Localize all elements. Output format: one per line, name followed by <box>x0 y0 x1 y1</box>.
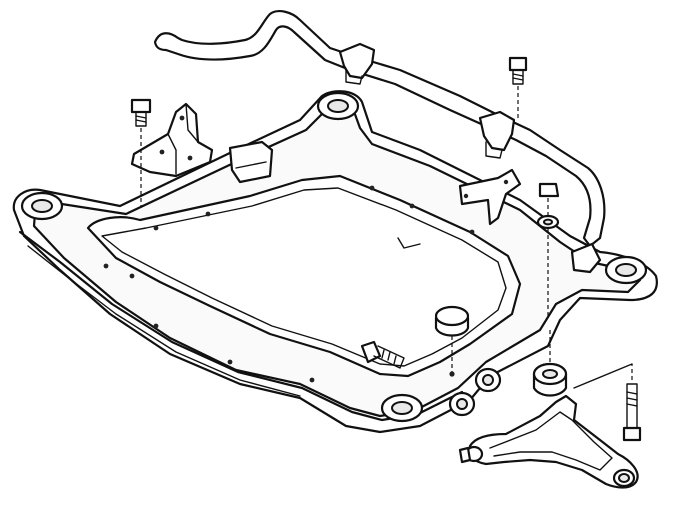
bolt-engine-mount <box>130 98 152 208</box>
front-subframe <box>12 90 658 434</box>
stabilizer-bracket <box>458 168 522 226</box>
engine-mount-bracket <box>130 102 214 178</box>
lower-control-arm <box>458 394 639 489</box>
subframe-mount-rear-left <box>316 91 360 121</box>
stabilizer-clamp-left <box>338 42 376 85</box>
subframe-mount-front-left <box>20 191 64 221</box>
nut-washer-subframe <box>536 182 560 318</box>
subframe-mount-rear-right <box>604 255 648 285</box>
control-arm-bushing <box>532 330 568 397</box>
control-arm-pivot-bushings <box>448 367 502 417</box>
rubber-buffer <box>434 305 470 377</box>
subframe-mount-front-right <box>380 393 424 423</box>
bolt-horizontal <box>360 340 405 369</box>
bolt-stabilizer-bracket <box>508 56 528 118</box>
bolt-control-arm <box>573 363 642 442</box>
stabilizer-clamp-right <box>478 110 516 159</box>
